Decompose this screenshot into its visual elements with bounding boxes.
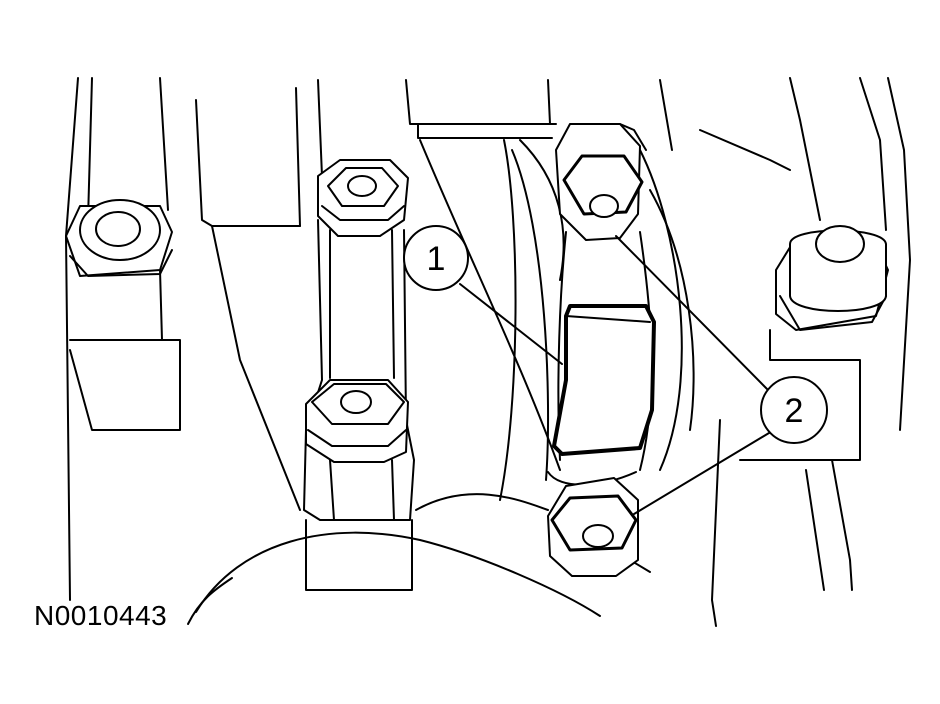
right-main-bolt	[775, 225, 889, 331]
callout-1: 1	[403, 225, 563, 365]
lower-rod-nut	[547, 477, 639, 577]
left-main-bolt	[65, 199, 173, 277]
callout-2-label: 2	[785, 392, 804, 430]
callout-2: 2	[615, 235, 828, 515]
figure-id: N0010443	[34, 600, 168, 631]
upper-rod-nut	[555, 123, 647, 241]
rod-bearing-cap-highlight	[552, 304, 656, 456]
callout-1-label: 1	[427, 240, 446, 278]
figure-id-leader	[187, 577, 233, 625]
upper-center-bolt	[317, 159, 409, 237]
engine-block-outline	[65, 77, 911, 627]
lower-center-bolt	[305, 379, 409, 463]
